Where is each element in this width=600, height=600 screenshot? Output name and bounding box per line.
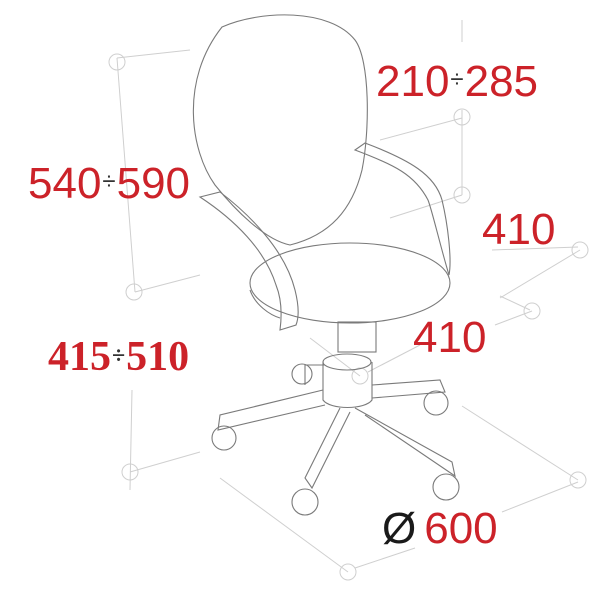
seat	[249, 242, 451, 324]
dimension-lines	[108, 20, 589, 581]
base-leg-front	[304, 407, 351, 490]
chair-outline	[192, 14, 460, 516]
base-leg-left	[217, 389, 326, 431]
total-height-min: 540	[28, 159, 102, 208]
backrest-height-label: 210÷285	[376, 60, 538, 104]
range-separator: ÷	[450, 66, 464, 94]
seat-height-min: 415	[48, 334, 111, 380]
seat-width-label: 410	[413, 316, 486, 360]
total-height-label: 540÷590	[28, 162, 190, 206]
gas-column	[337, 321, 377, 353]
left-armrest	[198, 191, 299, 331]
caster	[432, 473, 460, 501]
seat-height-label: 415÷510	[48, 336, 189, 378]
caster	[291, 363, 313, 385]
backrest	[192, 14, 368, 246]
seat-width-value: 410	[413, 313, 487, 362]
backrest-height-max: 285	[464, 57, 539, 106]
seat-height-max: 510	[126, 334, 190, 380]
base-leg-right	[371, 379, 446, 399]
base-leg-front-right	[354, 407, 456, 478]
range-separator: ÷	[102, 168, 116, 196]
caster	[423, 390, 449, 416]
seat-depth-value: 410	[482, 205, 556, 254]
backrest-height-min: 210	[376, 57, 450, 106]
total-height-max: 590	[116, 159, 191, 208]
seat-depth-label: 410	[482, 208, 555, 252]
base-diameter-value: 600	[424, 504, 498, 553]
caster	[211, 425, 237, 451]
range-separator: ÷	[112, 343, 126, 370]
right-armrest	[353, 142, 451, 276]
caster	[291, 488, 319, 516]
diameter-symbol: Ø	[382, 504, 417, 553]
